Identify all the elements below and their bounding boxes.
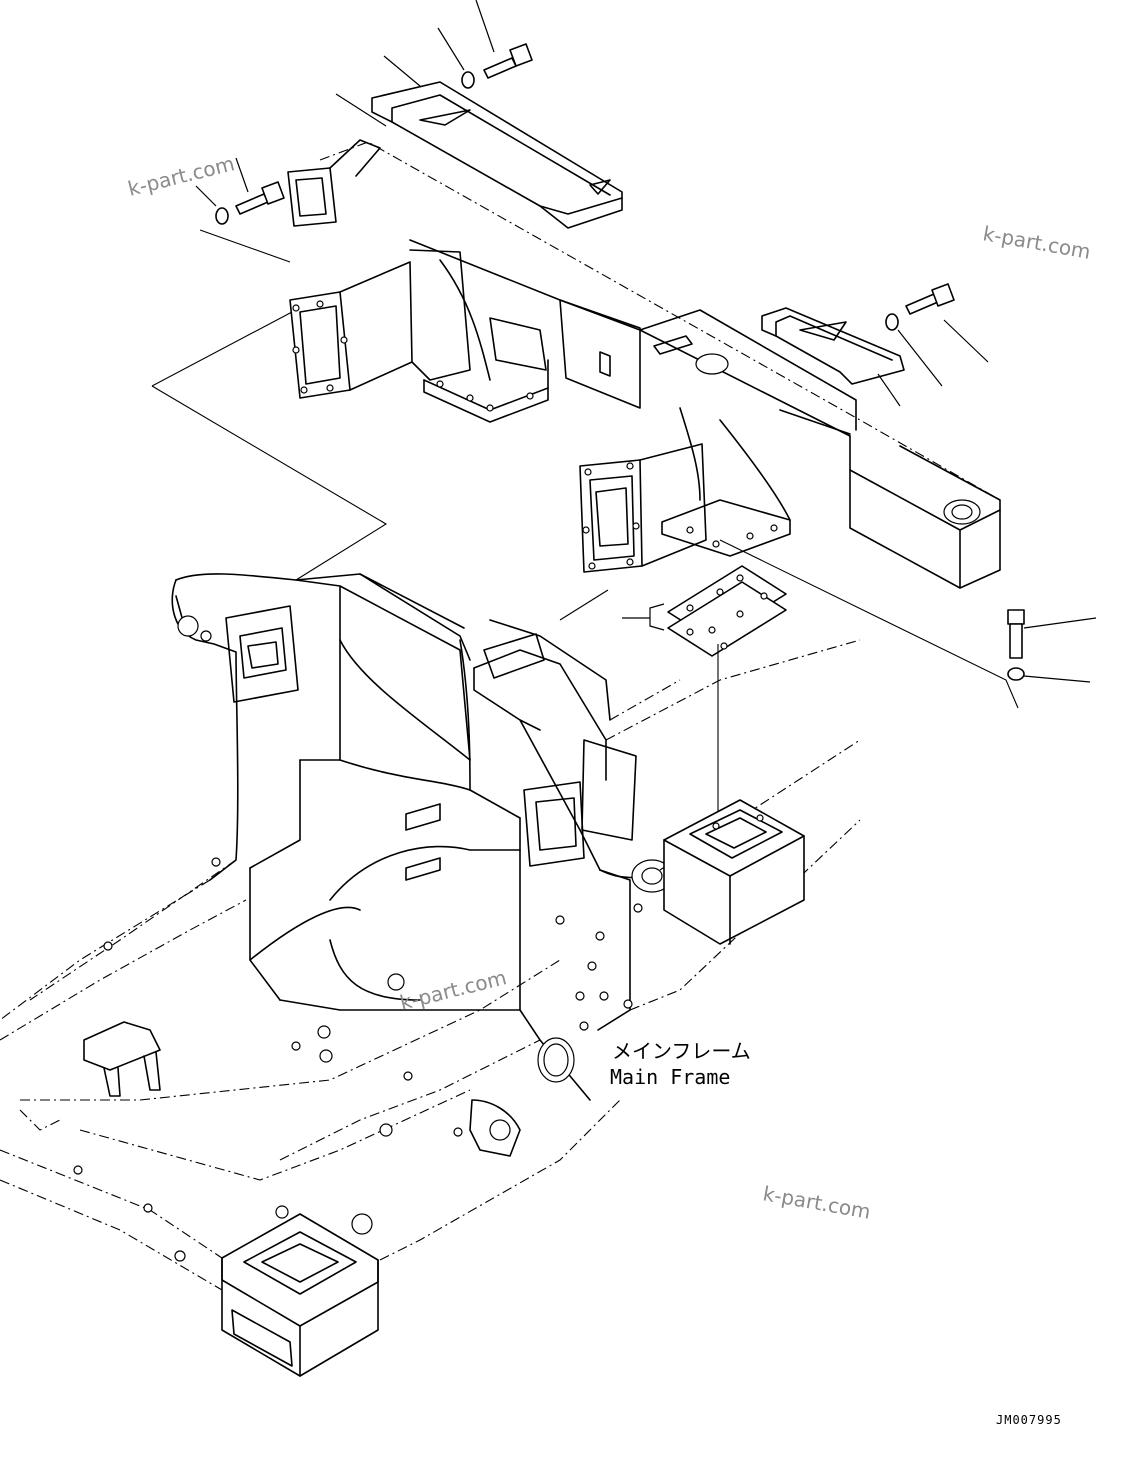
top-washer-1 bbox=[437, 27, 475, 89]
top-cover-plate bbox=[371, 81, 623, 229]
right-bolt bbox=[905, 283, 989, 363]
top-plate-leader bbox=[383, 55, 421, 87]
watermark: k-part.com bbox=[397, 965, 508, 1015]
main-frame bbox=[0, 573, 861, 1377]
assembly-guide-lines bbox=[151, 229, 1019, 820]
mount-bolt bbox=[1007, 609, 1097, 659]
part-name-english: Main Frame bbox=[610, 1065, 730, 1089]
right-washer bbox=[885, 313, 943, 387]
watermark: k-part.com bbox=[981, 221, 1092, 264]
watermark: k-part.com bbox=[761, 1181, 872, 1224]
drawing-code: JM007995 bbox=[996, 1413, 1062, 1427]
shim-plates bbox=[622, 565, 787, 657]
part-name-japanese: メインフレーム bbox=[612, 1039, 751, 1063]
top-bolt-1 bbox=[475, 0, 533, 79]
watermark: k-part.com bbox=[125, 151, 236, 201]
left-washer bbox=[195, 185, 229, 225]
cross-member bbox=[287, 139, 1001, 589]
mount-nut bbox=[1007, 667, 1091, 683]
left-bolt bbox=[235, 157, 285, 215]
top-pin-leader bbox=[335, 93, 387, 127]
right-cover-plate bbox=[761, 307, 905, 407]
